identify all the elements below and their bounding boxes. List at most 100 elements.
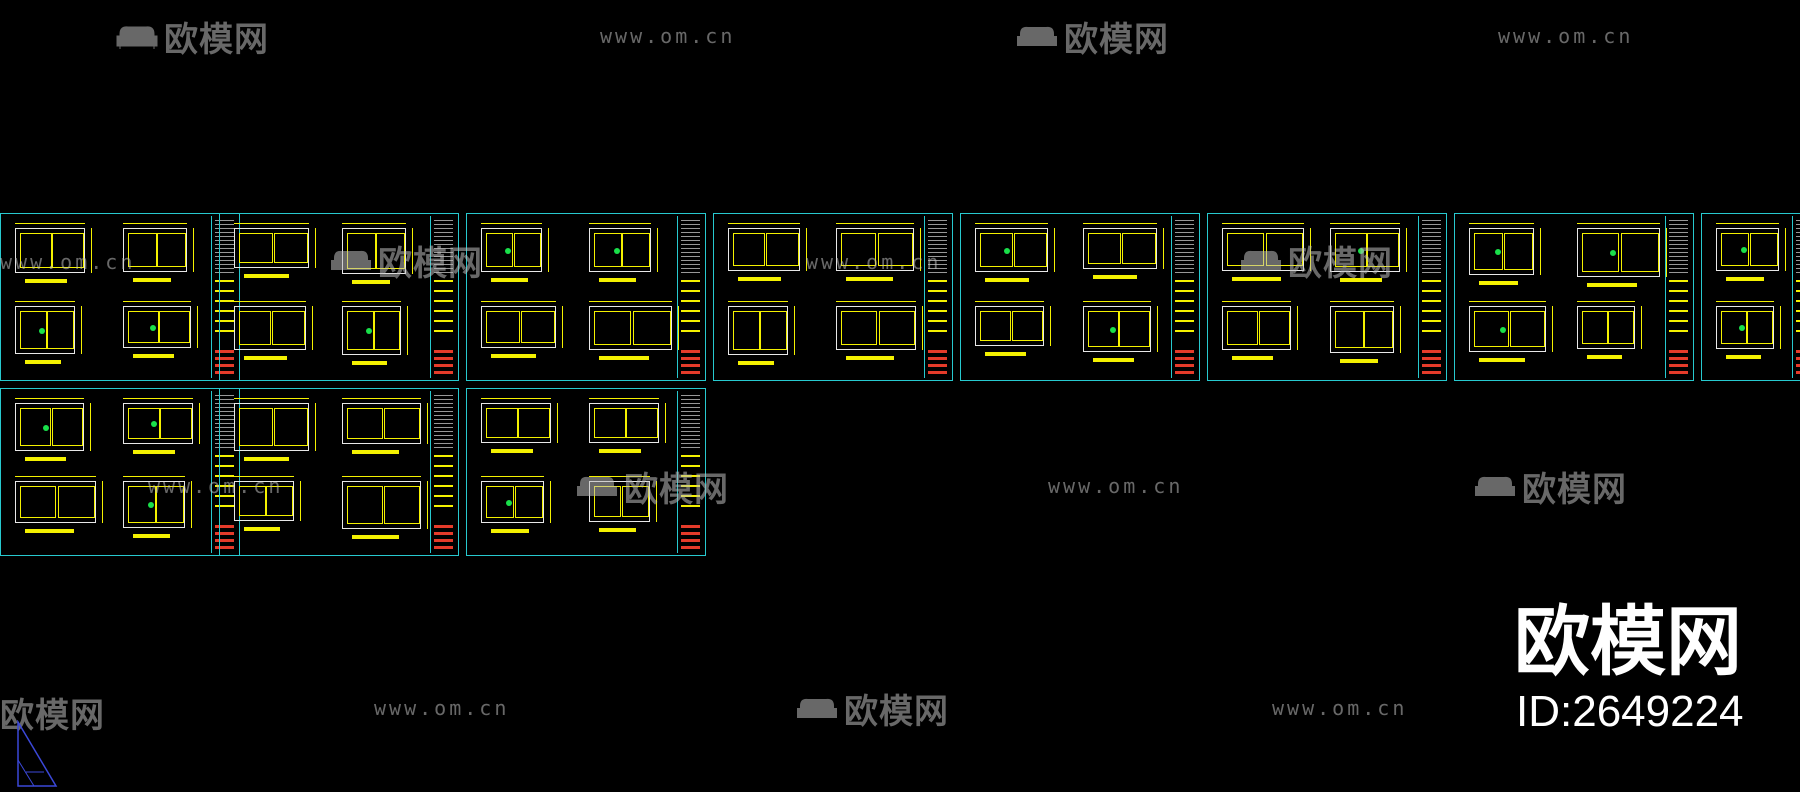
watermark-logo: 欧模网: [1474, 462, 1627, 511]
elevation-view[interactable]: [836, 228, 914, 271]
title-block-rule: [434, 399, 453, 400]
elevation-view[interactable]: [481, 481, 544, 523]
elevation-view[interactable]: [234, 481, 294, 521]
elevation-view[interactable]: [975, 228, 1048, 272]
elevation-view[interactable]: [728, 306, 788, 355]
title-block-rule: [215, 439, 234, 440]
dimension-line: [427, 403, 428, 444]
elevation-view[interactable]: [1469, 228, 1534, 275]
title-block-field: [928, 300, 947, 302]
view-title-bar: [133, 450, 175, 454]
elevation-view[interactable]: [589, 306, 672, 350]
elevation-detail: [514, 486, 544, 518]
elevation-view[interactable]: [1469, 306, 1546, 352]
layout-sheet[interactable]: [0, 388, 240, 556]
watermark-logo: 欧模网: [796, 684, 949, 733]
view-title-bar: [1479, 358, 1526, 362]
title-block-stamp: [434, 357, 453, 360]
elevation-detail: [841, 233, 877, 266]
elevation-view[interactable]: [1577, 228, 1660, 277]
elevation-view[interactable]: [342, 306, 401, 355]
elevation-view[interactable]: [1083, 306, 1151, 352]
elevation-view[interactable]: [342, 403, 421, 444]
title-block-rule: [1175, 264, 1194, 265]
elevation-view[interactable]: [123, 403, 193, 444]
title-block-rule: [681, 403, 700, 404]
title-block-rule: [215, 447, 234, 448]
elevation-view[interactable]: [1083, 228, 1157, 269]
view-title-bar: [599, 356, 649, 360]
elevation-view[interactable]: [1716, 228, 1779, 271]
sofa-icon: [116, 25, 158, 49]
elevation-view[interactable]: [481, 403, 551, 443]
title-block-rule: [215, 427, 234, 428]
layout-sheet[interactable]: [960, 213, 1200, 381]
elevation-view[interactable]: [15, 481, 96, 523]
dimension-line: [342, 223, 406, 224]
elevation-view[interactable]: [234, 228, 309, 268]
layout-sheet[interactable]: [219, 388, 459, 556]
brand-title: 欧模网: [1514, 597, 1742, 686]
elevation-view[interactable]: [15, 228, 85, 273]
title-block-field: [215, 330, 234, 332]
title-block-field: [434, 455, 453, 457]
elevation-view[interactable]: [123, 228, 187, 272]
elevation-view[interactable]: [589, 403, 659, 443]
title-block-rule: [928, 272, 947, 273]
elevation-view[interactable]: [728, 228, 800, 271]
title-block-rule: [215, 395, 234, 396]
elevation-view[interactable]: [589, 228, 651, 272]
elevation-view[interactable]: [342, 481, 421, 529]
layout-sheet[interactable]: [1701, 213, 1800, 381]
elevation-view[interactable]: [15, 306, 75, 354]
dimension-line: [1330, 301, 1394, 302]
title-block-stamp: [928, 350, 947, 353]
layout-sheet[interactable]: [0, 213, 240, 381]
elevation-view[interactable]: [1222, 306, 1291, 350]
view-title-bar: [1340, 278, 1382, 282]
elevation-view[interactable]: [836, 306, 916, 350]
elevation-view[interactable]: [1577, 306, 1635, 349]
title-block-field: [215, 310, 234, 312]
elevation-view[interactable]: [123, 306, 191, 348]
dimension-line: [589, 476, 650, 477]
elevation-view[interactable]: [1716, 306, 1774, 349]
title-block-stamp: [1796, 371, 1800, 374]
elevation-detail: [347, 311, 374, 350]
elevation-view[interactable]: [123, 481, 185, 528]
layout-sheet[interactable]: [713, 213, 953, 381]
marker-icon: [506, 499, 513, 506]
layout-sheet[interactable]: [1454, 213, 1694, 381]
elevation-view[interactable]: [481, 306, 556, 348]
title-block-rule: [434, 431, 453, 432]
title-block: [1418, 216, 1444, 378]
title-block-rule: [434, 252, 453, 253]
dimension-line: [728, 223, 800, 224]
title-block-rule: [215, 260, 234, 261]
title-block-rule: [928, 244, 947, 245]
title-block-rule: [928, 260, 947, 261]
dimension-line: [1157, 306, 1158, 352]
elevation-view[interactable]: [1330, 228, 1400, 272]
title-block-field: [1422, 280, 1441, 282]
layout-sheet[interactable]: [466, 213, 706, 381]
title-block-stamp: [681, 357, 700, 360]
title-block-field: [681, 330, 700, 332]
view-title-bar: [1479, 281, 1518, 285]
title-block-rule: [1796, 272, 1800, 273]
title-block-field: [681, 455, 700, 457]
dimension-line: [1400, 306, 1401, 353]
elevation-view[interactable]: [975, 306, 1044, 346]
layout-sheet[interactable]: [219, 213, 459, 381]
elevation-view[interactable]: [234, 306, 306, 350]
elevation-detail: [274, 233, 308, 263]
elevation-view[interactable]: [15, 403, 84, 451]
elevation-view[interactable]: [234, 403, 309, 451]
elevation-view[interactable]: [481, 228, 542, 272]
elevation-detail: [52, 233, 84, 268]
elevation-view[interactable]: [1330, 306, 1394, 353]
title-block-rule: [681, 228, 700, 229]
elevation-detail: [486, 311, 520, 343]
layout-sheet[interactable]: [1207, 213, 1447, 381]
